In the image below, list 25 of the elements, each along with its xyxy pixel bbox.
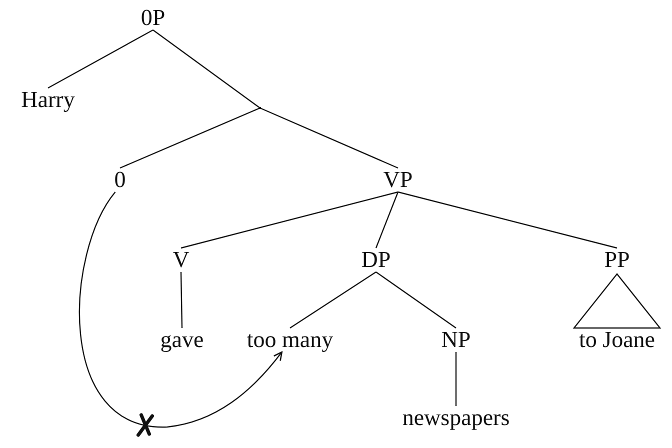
tree-node-label: gave bbox=[159, 328, 205, 352]
branch-line bbox=[48, 29, 154, 89]
tree-node-label: too many bbox=[246, 328, 334, 352]
tree-node-label: to Joane bbox=[578, 328, 656, 352]
branch-line bbox=[376, 272, 456, 328]
triangle-branch bbox=[572, 273, 662, 329]
tree-node-label: PP bbox=[603, 248, 631, 272]
tree-node-label: Harry bbox=[20, 88, 76, 112]
tree-node-label: 0 bbox=[113, 168, 127, 192]
tree-node-label: DP bbox=[360, 248, 392, 272]
tree-node-label: 0P bbox=[140, 6, 166, 30]
branch-line bbox=[455, 352, 457, 406]
movement-arrow bbox=[78, 192, 283, 428]
branch-line bbox=[290, 272, 376, 328]
tree-node-label: NP bbox=[440, 328, 472, 352]
branch-line bbox=[260, 107, 398, 169]
branch-line bbox=[375, 192, 399, 248]
tree-node-label: VP bbox=[382, 168, 414, 192]
branch-line bbox=[120, 107, 260, 169]
tree-node-label: V bbox=[172, 248, 190, 272]
tree-node-label: newspapers bbox=[401, 406, 511, 430]
branch-line bbox=[180, 191, 398, 249]
branch-line bbox=[398, 191, 618, 249]
branch-line bbox=[180, 272, 183, 328]
branch-line bbox=[152, 30, 260, 108]
